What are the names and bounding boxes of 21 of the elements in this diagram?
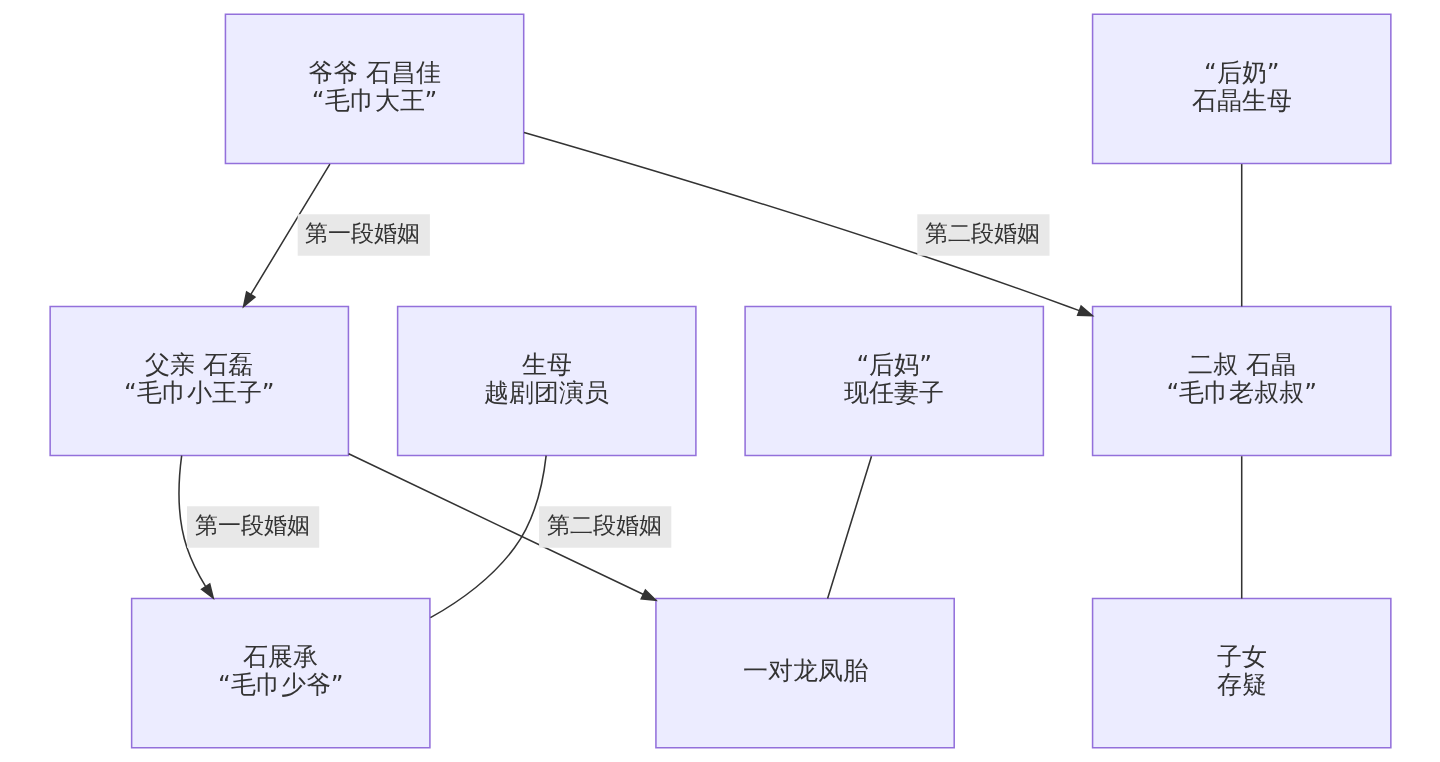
arrow <box>347 453 658 602</box>
node-box: 子女 存疑 <box>1091 597 1392 749</box>
connector <box>1240 455 1242 600</box>
edge-label: 第二段婚姻 <box>924 220 1040 247</box>
node-box: 爷爷 石昌佳 “毛巾大王” <box>224 13 524 165</box>
node-box: 生母 越剧团演员 <box>396 305 697 457</box>
node-box: “后奶” 石晶生母 <box>1091 13 1392 165</box>
node-box: 二叔 石晶 “毛巾老叔叔” <box>1091 305 1392 457</box>
node-box: 石展承 “毛巾少爷” <box>130 597 431 749</box>
connector <box>429 454 547 619</box>
edge-label: 第一段婚姻 <box>194 512 310 539</box>
connector <box>826 455 872 600</box>
edge-label: 第二段婚姻 <box>546 512 662 539</box>
node-box: 一对龙凤胎 <box>654 597 955 749</box>
arrow <box>241 163 331 309</box>
arrow <box>177 454 215 601</box>
node-box: 父亲 石磊 “毛巾小王子” <box>48 305 349 457</box>
arrow <box>522 131 1094 317</box>
connector <box>1240 163 1242 308</box>
edge-label: 第一段婚姻 <box>304 220 420 247</box>
node-box: “后妈” 现任妻子 <box>743 305 1044 457</box>
